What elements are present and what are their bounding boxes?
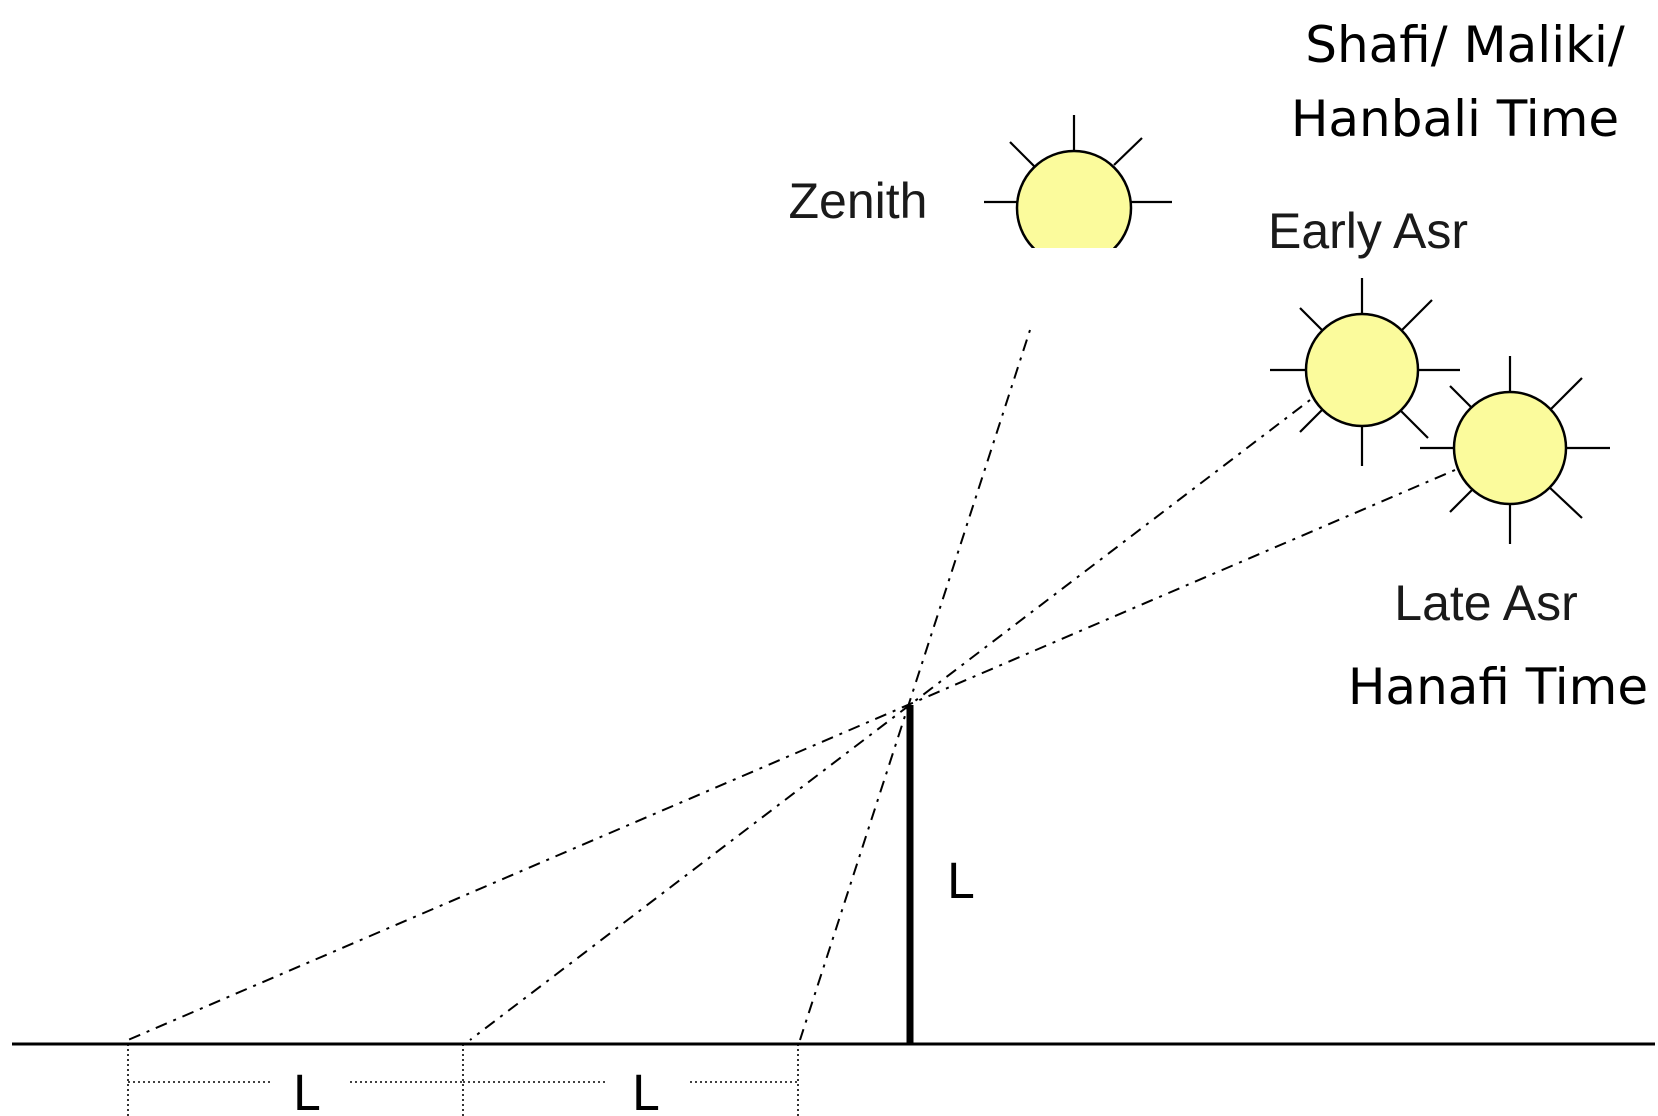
zenith-label: Zenith <box>789 173 928 229</box>
early-asr-label: Early Asr <box>1268 203 1468 259</box>
zenith-sun-icon <box>984 115 1172 248</box>
late-asr-ray <box>127 469 1456 1041</box>
shafi-maliki-label: Shafi/ Maliki/ <box>1305 16 1625 74</box>
late-asr-label: Late Asr <box>1394 575 1577 631</box>
zenith-ray <box>799 329 1031 1041</box>
shadow-length-label-2: L <box>632 1066 659 1116</box>
early-asr-ray <box>469 399 1311 1041</box>
hanbali-time-label: Hanbali Time <box>1291 90 1619 148</box>
shadow-length-label-1: L <box>293 1066 320 1116</box>
early-asr-sun-icon <box>1270 278 1460 466</box>
stick-length-label: L <box>947 854 974 910</box>
late-asr-sun-icon <box>1420 356 1610 544</box>
hanafi-time-label: Hanafi Time <box>1348 658 1648 716</box>
